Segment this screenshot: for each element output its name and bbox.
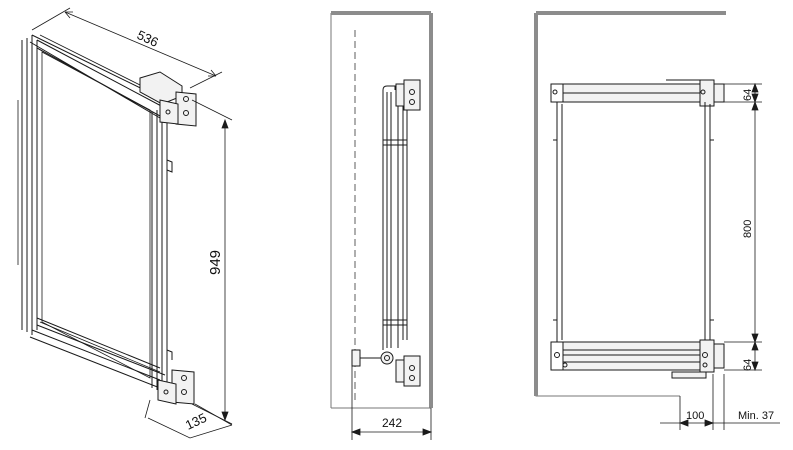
dimension-rail-spacing: 800 bbox=[742, 220, 754, 238]
dimension-depth: 536 bbox=[135, 27, 161, 50]
front-dimensions bbox=[660, 82, 780, 430]
dimension-width: 135 bbox=[183, 410, 209, 433]
side-dimensions bbox=[350, 366, 433, 440]
dimension-offset: 100 bbox=[686, 410, 704, 422]
dimension-min-clearance: Min. 37 bbox=[738, 410, 774, 422]
dimension-side-width: 242 bbox=[382, 416, 402, 430]
dimension-rail-bottom: 64 bbox=[742, 359, 754, 371]
dimension-rail-top: 64 bbox=[742, 89, 754, 101]
front-view bbox=[534, 11, 726, 397]
side-view bbox=[330, 11, 433, 409]
dimension-height: 949 bbox=[207, 250, 224, 275]
perspective-dimensions bbox=[31, 7, 233, 439]
perspective-view bbox=[17, 34, 197, 405]
